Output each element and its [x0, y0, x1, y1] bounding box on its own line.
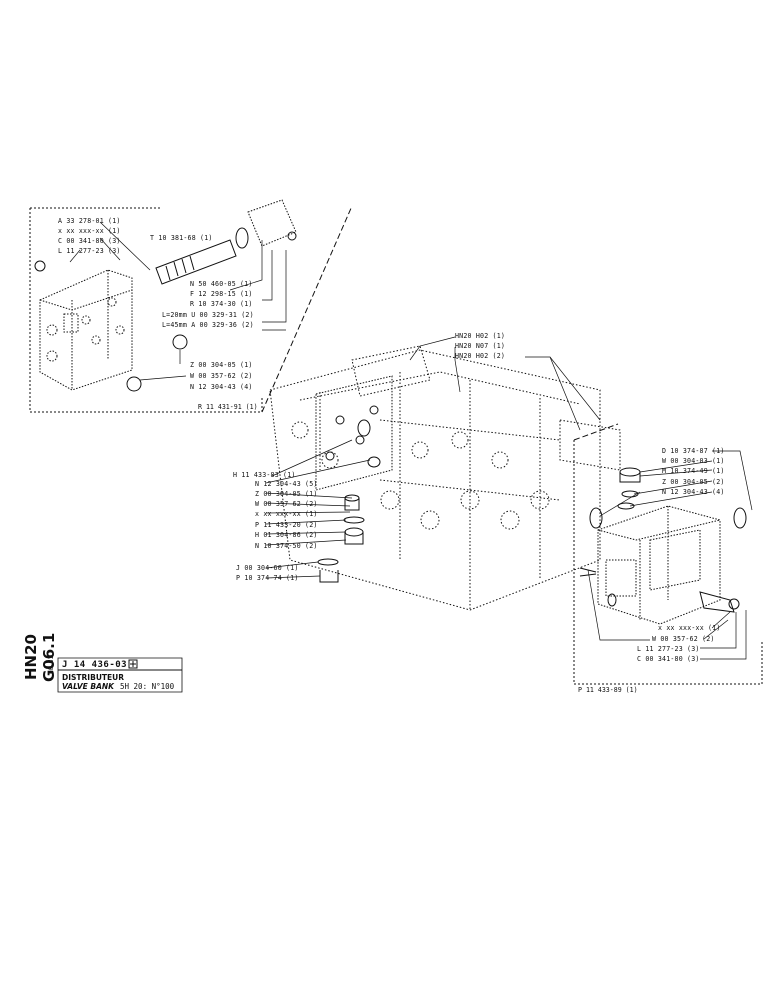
part-label-t10381: T 10 381-68 (1): [150, 234, 213, 242]
part-label-u00329: L=20mm U 00 329-31 (2): [162, 311, 254, 319]
sheet-date: 10-81: [48, 656, 55, 675]
part-label-r10374: R 10 374-30 (1): [190, 300, 253, 308]
center-leaders: [265, 439, 371, 579]
title-block-frame: [57, 657, 183, 693]
part-label-n10374: N 10 374-50 (2): [255, 542, 318, 550]
part-label-a33278: A 33 278-01 (1): [58, 217, 121, 225]
main-valve-bank: [269, 345, 621, 611]
part-label-w00304: W 00 304-03 (1): [662, 457, 725, 465]
top-right-leaders: [409, 336, 601, 431]
right-box-ref: P 11 433-89 (1): [578, 686, 638, 694]
model-number: 5H 20: N°100: [120, 682, 175, 691]
note-hn20-h02-2: HN20 H02 (2): [455, 352, 506, 360]
part-label-xxx-c: x xx xxx-xx (1): [255, 510, 318, 518]
right-leaders: [587, 450, 753, 660]
part-label-d10374: D 10 374-87 (1): [662, 447, 725, 455]
part-label-z00304-r: Z 00 304-05 (2): [662, 478, 725, 486]
part-label-a00329: L=45mm A 00 329-36 (2): [162, 321, 254, 329]
part-label-xxx-r: x xx xxx-xx (1): [658, 624, 721, 632]
part-label-w00357-c: W 00 357-62 (2): [255, 500, 318, 508]
part-label-z00304: Z 00 304-05 (1): [190, 361, 253, 369]
note-hn20-n07: HN20 N07 (1): [455, 342, 506, 350]
part-label-l11277: L 11 277-23 (3): [58, 247, 121, 255]
center-stack: [317, 494, 365, 583]
part-label-n12304-5: N 12 304-43 (5): [255, 480, 318, 488]
part-label-w00357-r: W 00 357-62 (2): [652, 635, 715, 643]
top-left-frame: [29, 208, 263, 413]
sheet-code: HN20 G06.1: [22, 632, 58, 682]
part-label-h01304: H 01 304-86 (2): [255, 531, 318, 539]
title-fr: DISTRIBUTEUR: [62, 673, 125, 682]
part-label-n12304: N 12 304-43 (4): [190, 383, 253, 391]
part-label-c00341: C 00 341-80 (3): [58, 237, 121, 245]
front-valve-section: [315, 375, 393, 491]
right-valve-housing: [597, 505, 721, 625]
note-hn20-h02-1: HN20 H02 (1): [455, 332, 506, 340]
part-label-p10374: P 10 374-74 (1): [236, 574, 299, 582]
part-label-n50460: N 50 460-05 (1): [190, 280, 253, 288]
part-label-n12304-r: N 12 304-43 (4): [662, 488, 725, 496]
spool-assembly: [155, 199, 297, 285]
part-label-c00341-r: C 00 341-80 (3): [637, 655, 700, 663]
part-code: J 14 436-03: [62, 660, 128, 670]
title-en: VALVE BANK: [62, 682, 114, 691]
part-label-f12298: F 12 298-15 (1): [190, 290, 253, 298]
part-label-m10374: M 10 374-49 (1): [662, 467, 725, 475]
part-label-w00357: W 00 357-62 (2): [190, 372, 253, 380]
part-label-xxx-1: x xx xxx-xx (1): [58, 227, 121, 235]
top-left-box-ref: R 11 431-91 (1): [198, 403, 258, 411]
part-label-j00304: J 00 304-60 (1): [236, 564, 299, 572]
top-left-leaders: [69, 221, 287, 381]
part-label-p11433: P 11 433-20 (2): [255, 521, 318, 529]
part-label-l11277-r: L 11 277-23 (3): [637, 645, 700, 653]
right-frame: [573, 440, 763, 685]
part-label-h11433: H 11 433-83 (1): [233, 471, 296, 479]
part-label-z00304-c: Z 00 304-05 (1): [255, 490, 318, 498]
top-left-valve-section: [39, 269, 133, 391]
